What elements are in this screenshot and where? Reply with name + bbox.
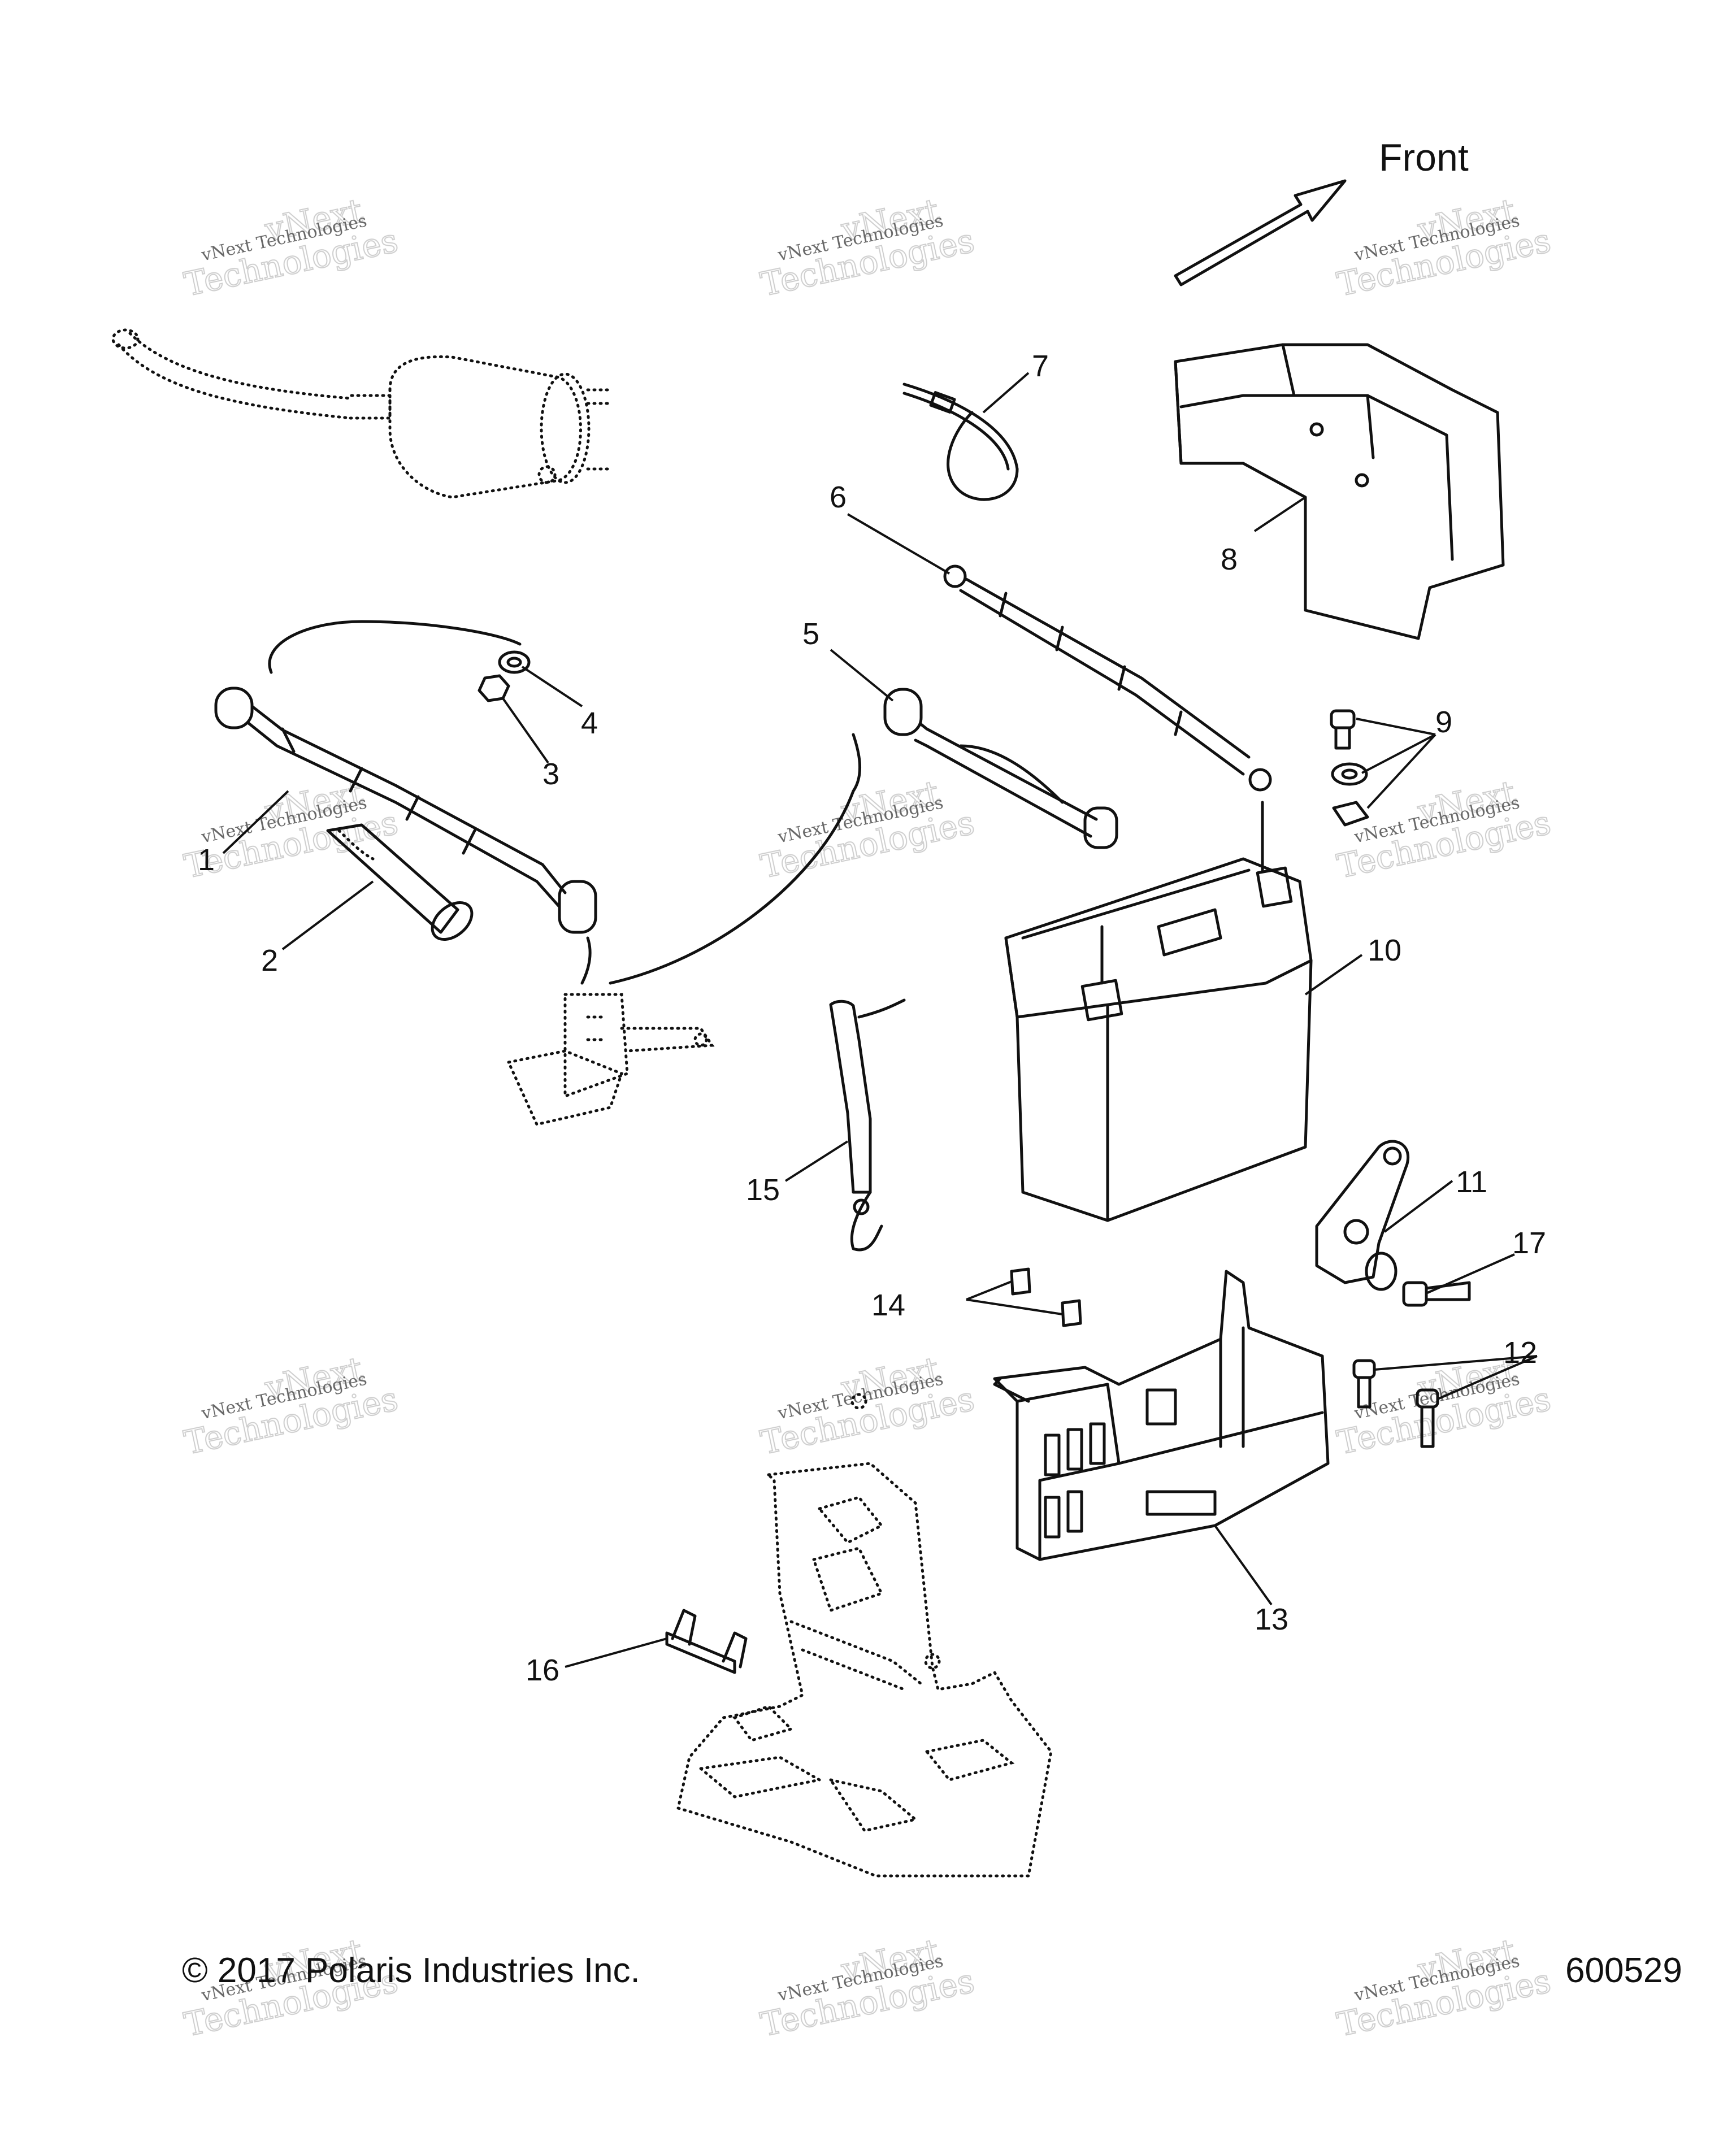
starter-solenoid — [506, 733, 861, 1126]
callout-12: 12 — [1503, 1336, 1537, 1370]
watermark: vNext Technologies vNext Technologies — [757, 1349, 978, 1463]
part-1-battery-cable — [214, 620, 597, 934]
watermark: vNext Technologies vNext Technologies — [757, 772, 978, 887]
part-10-battery — [1004, 801, 1313, 1222]
callout-14: 14 — [871, 1288, 905, 1322]
part-8-battery-cover — [1174, 343, 1505, 640]
part-9-hardware-set — [1330, 709, 1369, 827]
callout-8: 8 — [1221, 542, 1238, 576]
part-16-retainer — [665, 1609, 748, 1674]
part-7-cable-tie — [902, 383, 1019, 501]
callout-7: 7 — [1032, 349, 1049, 383]
callout-1: 1 — [198, 843, 215, 877]
watermark: vNext Technologies vNext Technologies — [1333, 772, 1555, 887]
callout-4: 4 — [581, 706, 598, 740]
part-5-cable — [883, 688, 1118, 849]
front-direction-arrow: Front — [1174, 136, 1469, 286]
callout-5: 5 — [802, 617, 819, 651]
callout-11: 11 — [1456, 1165, 1487, 1199]
callout-6: 6 — [830, 480, 847, 514]
part-14-clips — [1010, 1267, 1082, 1327]
part-2-terminal-boot — [326, 823, 474, 941]
part-6-ground-cable — [943, 564, 1272, 792]
leader-lines — [222, 372, 1538, 1668]
figure-number: 600529 — [1565, 1951, 1682, 1990]
callout-16: 16 — [526, 1653, 559, 1687]
watermark: vNext Technologies vNext Technologies — [180, 190, 402, 305]
callout-17: 17 — [1512, 1226, 1546, 1260]
watermark-layer: vNext Technologies vNext Technologies vN… — [180, 190, 1555, 2045]
copyright-notice: © 2017 Polaris Industries Inc. — [182, 1951, 640, 1990]
callout-2: 2 — [261, 944, 278, 978]
callout-numbers: 1 2 3 4 5 6 7 8 9 10 11 12 13 14 15 16 1… — [198, 349, 1546, 1687]
callout-15: 15 — [746, 1173, 780, 1207]
starter-motor — [111, 328, 612, 499]
part-13-battery-tray — [993, 1270, 1330, 1561]
callout-10: 10 — [1368, 933, 1401, 967]
callout-13: 13 — [1255, 1602, 1288, 1636]
watermark: vNext Technologies vNext Technologies — [757, 1931, 978, 2045]
watermark: vNext Technologies vNext Technologies — [1333, 190, 1555, 305]
watermark: vNext Technologies vNext Technologies — [180, 1349, 402, 1463]
skid-plate — [676, 1393, 1053, 1878]
watermark: vNext Technologies vNext Technologies — [757, 190, 978, 305]
callout-9: 9 — [1435, 705, 1452, 739]
part-15-strap — [829, 998, 906, 1252]
callout-3: 3 — [542, 757, 559, 791]
watermark: vNext Technologies vNext Technologies — [1333, 1931, 1555, 2045]
part-11-bracket — [1315, 1140, 1410, 1291]
part-4-washer — [498, 650, 531, 674]
part-17-bolt — [1402, 1281, 1471, 1307]
front-label: Front — [1379, 136, 1469, 179]
part-3-nut — [478, 674, 510, 702]
